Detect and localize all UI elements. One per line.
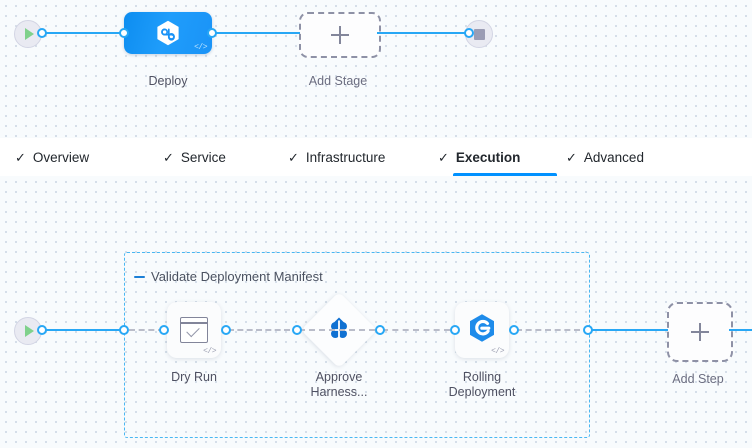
tab-label: Advanced xyxy=(583,149,644,165)
step-label-dry-run: Dry Run xyxy=(171,370,217,384)
tab-service[interactable]: ✓ Service xyxy=(163,138,288,176)
step-group-header[interactable]: Validate Deployment Manifest xyxy=(134,269,323,284)
tab-advanced[interactable]: ✓ Advanced xyxy=(566,138,706,176)
start-port[interactable] xyxy=(37,28,47,38)
stage-config-tabs[interactable]: ✓ Overview ✓ Service ✓ Infrastructure ✓ … xyxy=(0,138,752,176)
group-exit-port[interactable] xyxy=(583,325,593,335)
connector-start-group xyxy=(42,329,124,331)
step-label-rolling-deployment: Rolling Deployment xyxy=(448,370,516,399)
check-icon: ✓ xyxy=(438,149,449,165)
add-stage-label: Add Stage xyxy=(308,74,368,88)
tab-execution[interactable]: ✓ Execution xyxy=(438,138,566,176)
code-glyph-icon: </> xyxy=(203,347,216,356)
connector-dryrun-approve xyxy=(228,329,290,331)
rolling-hexagon-icon xyxy=(468,313,496,348)
tab-label: Service xyxy=(180,149,226,165)
connector-rolling-left xyxy=(382,329,450,331)
rolling-out-port[interactable] xyxy=(509,325,519,335)
stage-graph-canvas[interactable]: </> Deploy Add Stage xyxy=(0,0,752,138)
check-icon: ✓ xyxy=(288,149,299,165)
connector-addstage-end xyxy=(377,32,469,34)
step-group-validate-deployment-manifest[interactable]: Validate Deployment Manifest xyxy=(124,252,590,438)
connector-deploy-addstage xyxy=(212,32,300,34)
step-node-rolling-deployment[interactable]: </> xyxy=(455,302,509,358)
connector-rolling-groupexit xyxy=(516,329,580,331)
tab-active-underline xyxy=(453,173,557,176)
check-icon: ✓ xyxy=(566,149,577,165)
collapse-dash-icon[interactable] xyxy=(134,275,145,278)
deploy-out-port[interactable] xyxy=(207,28,217,38)
rolling-in-port[interactable] xyxy=(375,325,385,335)
tab-label: Infrastructure xyxy=(305,149,386,165)
connector-addstep-trailing xyxy=(729,329,752,331)
connector-approve-rolling xyxy=(299,329,375,331)
execution-graph-canvas[interactable]: Validate Deployment Manifest </> Dry Run xyxy=(0,176,752,448)
check-icon: ✓ xyxy=(15,149,26,165)
add-stage-button[interactable] xyxy=(299,12,381,58)
stop-icon xyxy=(473,28,485,40)
rolling-in-dot[interactable] xyxy=(450,325,460,335)
check-icon: ✓ xyxy=(163,149,174,165)
tab-label: Overview xyxy=(32,149,90,165)
harness-hexagon-icon xyxy=(156,20,180,47)
group-entry-port[interactable] xyxy=(119,325,129,335)
add-step-label: Add Step xyxy=(672,372,724,386)
code-glyph-icon: </> xyxy=(194,43,207,52)
window-check-icon xyxy=(180,317,208,343)
plus-icon xyxy=(691,323,709,341)
tab-infrastructure[interactable]: ✓ Infrastructure xyxy=(288,138,438,176)
stage-label-deploy: Deploy xyxy=(148,74,188,88)
step-node-dry-run[interactable]: </> xyxy=(167,302,221,358)
approve-in-port[interactable] xyxy=(292,325,302,335)
play-icon xyxy=(25,28,34,40)
end-port[interactable] xyxy=(464,28,474,38)
step-label-approve-harness: Approve Harness... xyxy=(310,370,368,399)
stage-node-deploy[interactable]: </> xyxy=(124,12,212,54)
step-group-title: Validate Deployment Manifest xyxy=(151,269,323,284)
connector-group-dryrun xyxy=(129,329,164,331)
add-step-button[interactable] xyxy=(667,302,733,362)
plus-icon xyxy=(331,26,349,44)
tab-overview[interactable]: ✓ Overview xyxy=(0,138,163,176)
tab-label: Execution xyxy=(455,149,521,165)
deploy-in-port[interactable] xyxy=(119,28,129,38)
dryrun-in-port[interactable] xyxy=(159,325,169,335)
execution-start-port[interactable] xyxy=(37,325,47,335)
harness-approval-icon xyxy=(325,316,353,344)
dryrun-out-port[interactable] xyxy=(221,325,231,335)
code-glyph-icon: </> xyxy=(491,347,504,356)
connector-start-deploy xyxy=(42,32,120,34)
play-icon xyxy=(25,325,34,337)
connector-group-addstep xyxy=(588,329,668,331)
